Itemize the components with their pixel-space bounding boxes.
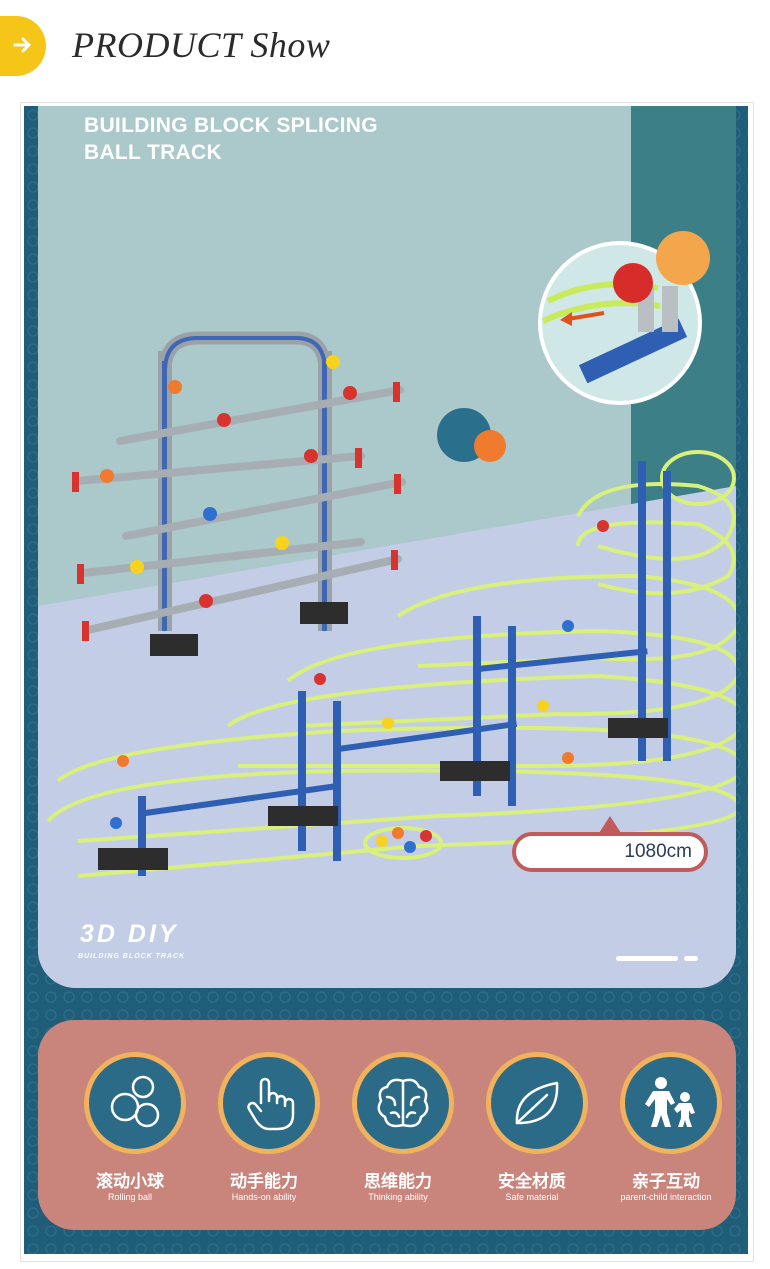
feature-icon-circle [84,1052,186,1154]
feature-icon-circle [620,1052,722,1154]
feature-rolling-ball: 滚动小球 Rolling ball [68,1052,202,1212]
ladder-tower [72,331,406,656]
detail-inset [538,231,710,405]
feature-label-en: Hands-on ability [231,1192,297,1202]
feature-panel: 滚动小球 Rolling ball 动手能力 Hands-on ability [38,1020,736,1230]
feature-label-cn: 亲子互动 [632,1172,700,1191]
product-title-line-2: BALL TRACK [84,141,222,164]
section-header: PRODUCT Show [0,0,770,95]
feature-hands-on: 动手能力 Hands-on ability [202,1052,336,1212]
product-scene: BUILDING BLOCK SPLICING BALL TRACK 1080c… [38,106,736,988]
feature-icon-circle [218,1052,320,1154]
feature-label-en: Rolling ball [107,1192,153,1202]
track-length-value: 1080cm [624,841,692,862]
feature-safe-material: 安全材质 Safe material [470,1052,604,1212]
brain-icon [377,1078,429,1128]
leaf-icon [515,1081,559,1125]
track-frames [138,461,671,876]
feature-thinking: 思维能力 Thinking ability [336,1052,470,1212]
logo-3d-diy: 3D DIY [80,920,179,948]
track-length-badge: 1080cm [512,832,708,872]
carousel-indicator-active [616,956,678,961]
length-pointer [599,816,621,833]
product-title-line-1: BUILDING BLOCK SPLICING [84,114,378,137]
feature-label-cn: 动手能力 [230,1172,298,1191]
logo-subtitle: BUILDING BLOCK TRACK [78,953,186,960]
feature-label-cn: 滚动小球 [96,1172,164,1191]
arrow-right-icon [13,37,31,53]
feature-label-en: parent-child interaction [620,1192,712,1202]
feature-label-cn: 安全材质 [498,1172,566,1191]
bubbles-icon [110,1075,160,1128]
feature-parent-child: 亲子互动 parent-child interaction [604,1052,738,1212]
feature-label-en: Safe material [505,1192,559,1202]
carousel-indicator [684,956,698,961]
product-title: BUILDING BLOCK SPLICING BALL TRACK [84,112,378,166]
product-poster: BUILDING BLOCK SPLICING BALL TRACK 1080c… [24,106,748,1254]
feature-label-en: Thinking ability [368,1192,428,1202]
section-title: PRODUCT Show [72,25,331,65]
feature-icon-circle [486,1052,588,1154]
parent-child-icon [645,1077,695,1127]
feature-icon-circle [352,1052,454,1154]
feature-label-cn: 思维能力 [364,1172,432,1191]
hand-pointer-icon [247,1077,295,1131]
